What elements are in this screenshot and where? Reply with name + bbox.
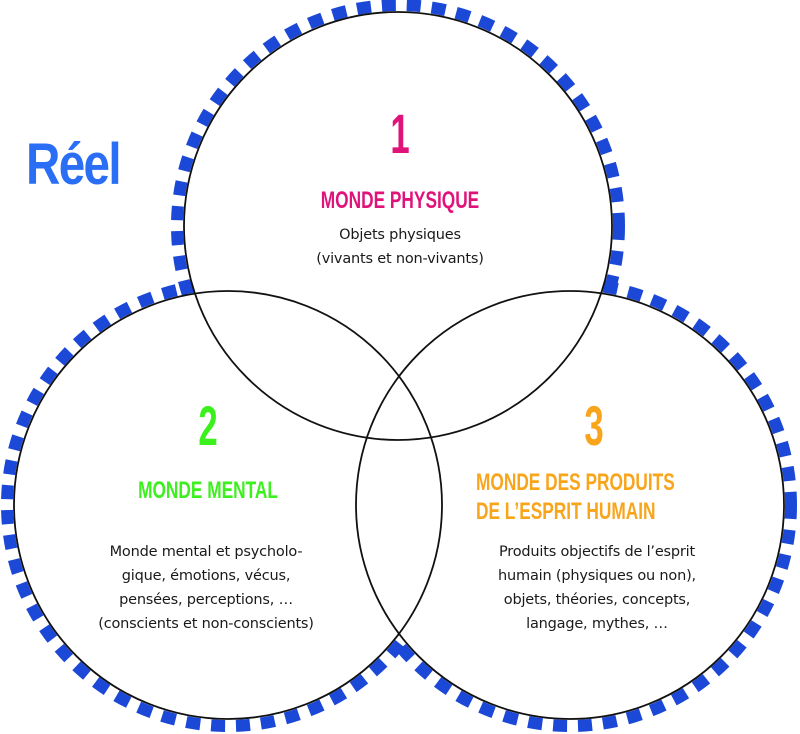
world-2-number: 2 [198, 394, 218, 457]
world-1-description-line: (vivants et non-vivants) [316, 251, 484, 267]
world-3-description-line: Produits objectifs de l’esprit [499, 544, 695, 560]
world-2-description-line: pensées, perceptions, … [119, 592, 293, 608]
world-3-description-line: objets, théories, concepts, [503, 592, 691, 608]
world-2-description: Monde mental et psycholo- gique, émotion… [56, 540, 356, 636]
circle-monde-mental [13, 290, 443, 720]
reel-label: Réel [26, 132, 122, 197]
world-2-description-line: (conscients et non-conscients) [98, 616, 314, 632]
world-3-title-line: DE L’ESPRIT HUMAIN [476, 498, 656, 525]
circle-monde-physique [183, 11, 613, 441]
world-2-description-line: gique, émotions, vécus, [121, 568, 291, 584]
world-1-title: MONDE PHYSIQUE [320, 187, 480, 214]
world-2-title: MONDE MENTAL [138, 477, 278, 504]
circle-monde-produits [355, 290, 785, 720]
world-1-description-line: Objets physiques [339, 227, 461, 243]
reel-boundary-left [1, 278, 455, 732]
world-2-description-line: Monde mental et psycholo- [109, 544, 303, 560]
world-3-title: MONDE DES PRODUITS DE L’ESPRIT HUMAIN [476, 468, 692, 526]
world-3-description: Produits objectifs de l’esprit humain (p… [447, 540, 747, 636]
world-3-title-line: MONDE DES PRODUITS [476, 469, 675, 496]
world-1-number: 1 [390, 102, 410, 165]
world-3-description-line: humain (physiques ou non), [498, 568, 696, 584]
reel-boundary-right [343, 278, 797, 732]
world-3-description-line: langage, mythes, … [526, 616, 668, 632]
world-1-description: Objets physiques (vivants et non-vivants… [250, 223, 550, 271]
reel-boundary-top [171, 0, 625, 453]
world-3-number: 3 [584, 394, 604, 457]
